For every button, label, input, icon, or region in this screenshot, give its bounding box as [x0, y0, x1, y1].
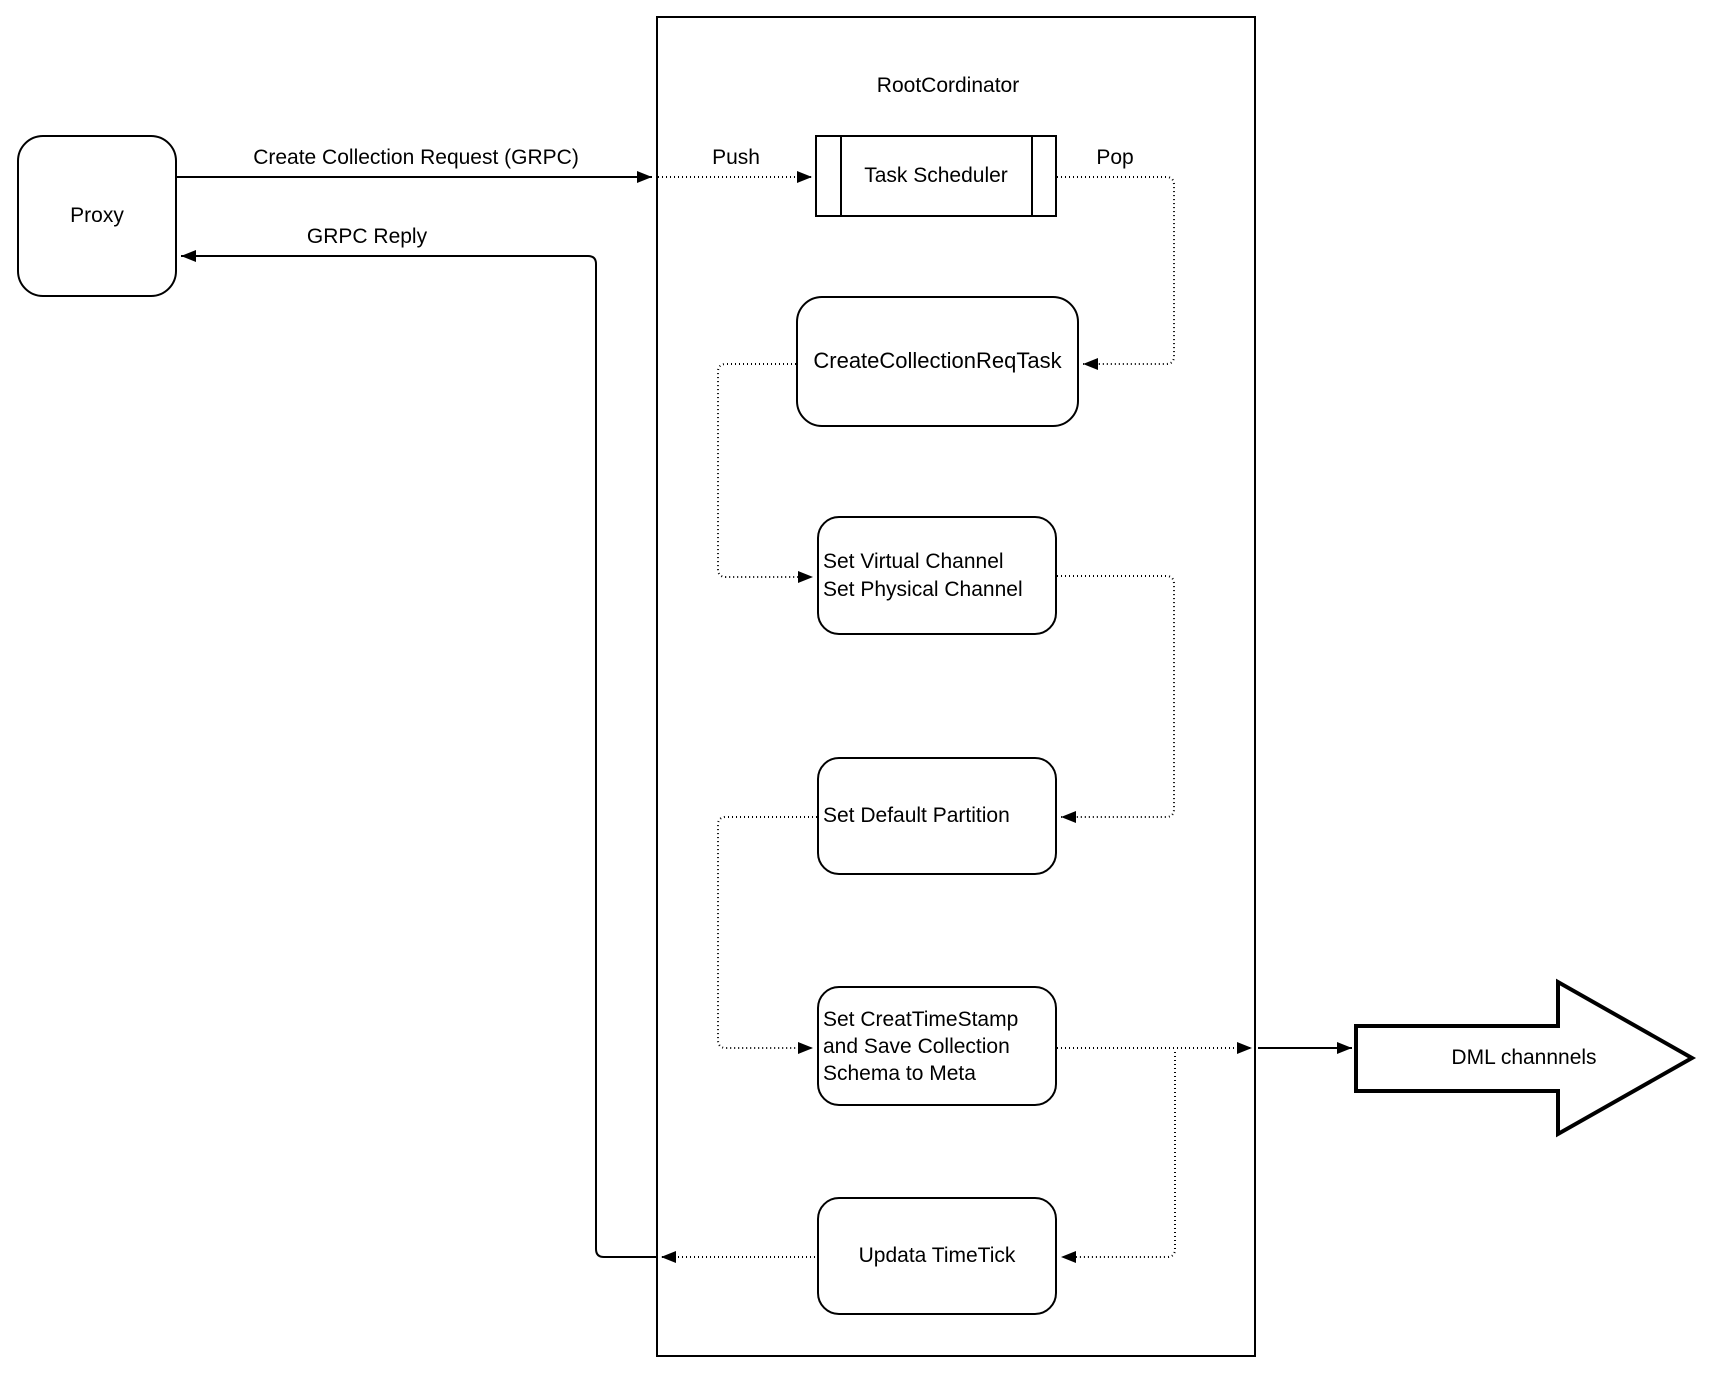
- rootcoordinator-title: RootCordinator: [876, 74, 1020, 97]
- task-scheduler-left-bar: [840, 137, 842, 215]
- edge-defaultpartition-to-timestamp: [717, 816, 817, 1054]
- set-timestamp-line3: Schema to Meta: [823, 1061, 976, 1085]
- task-scheduler-right-bar: [1031, 137, 1033, 215]
- set-default-partition-label: Set Default Partition: [823, 804, 1010, 828]
- set-channels-line2: Set Physical Channel: [823, 577, 1023, 601]
- edge-setchannels-to-defaultpartition: [1057, 575, 1175, 823]
- set-channels-line1: Set Virtual Channel: [823, 549, 1004, 573]
- edge-label-grpc-reply: GRPC Reply: [306, 225, 428, 248]
- updata-timetick-node: Updata TimeTick: [817, 1197, 1057, 1315]
- task-scheduler-label: Task Scheduler: [864, 164, 1008, 188]
- rootcoordinator-container: [656, 16, 1256, 1357]
- edge-grpc-reply: [181, 250, 656, 1258]
- edge-timestamp-to-timetick: [1061, 1052, 1176, 1263]
- proxy-node: Proxy: [17, 135, 177, 297]
- create-collection-req-task-label: CreateCollectionReqTask: [813, 348, 1062, 374]
- updata-timetick-label: Updata TimeTick: [858, 1244, 1016, 1268]
- edge-label-create-collection-request: Create Collection Request (GRPC): [253, 146, 579, 169]
- edge-label-push: Push: [712, 146, 760, 169]
- create-collection-req-task-node: CreateCollectionReqTask: [796, 296, 1079, 427]
- set-timestamp-line1: Set CreatTimeStamp: [823, 1007, 1019, 1031]
- dml-channels-label: DML channnels: [1451, 1046, 1597, 1069]
- dml-channels-arrow-shape: [1354, 978, 1697, 1138]
- edge-label-pop: Pop: [1096, 146, 1134, 169]
- set-channels-node: Set Virtual Channel Set Physical Channel: [817, 516, 1057, 635]
- set-default-partition-node: Set Default Partition: [817, 757, 1057, 875]
- proxy-label: Proxy: [70, 204, 124, 228]
- set-timestamp-node: Set CreatTimeStamp and Save Collection S…: [817, 986, 1057, 1106]
- task-scheduler-node: Task Scheduler: [815, 135, 1057, 217]
- set-timestamp-line2: and Save Collection: [823, 1034, 1010, 1058]
- edge-reqtask-to-setchannels: [717, 363, 813, 583]
